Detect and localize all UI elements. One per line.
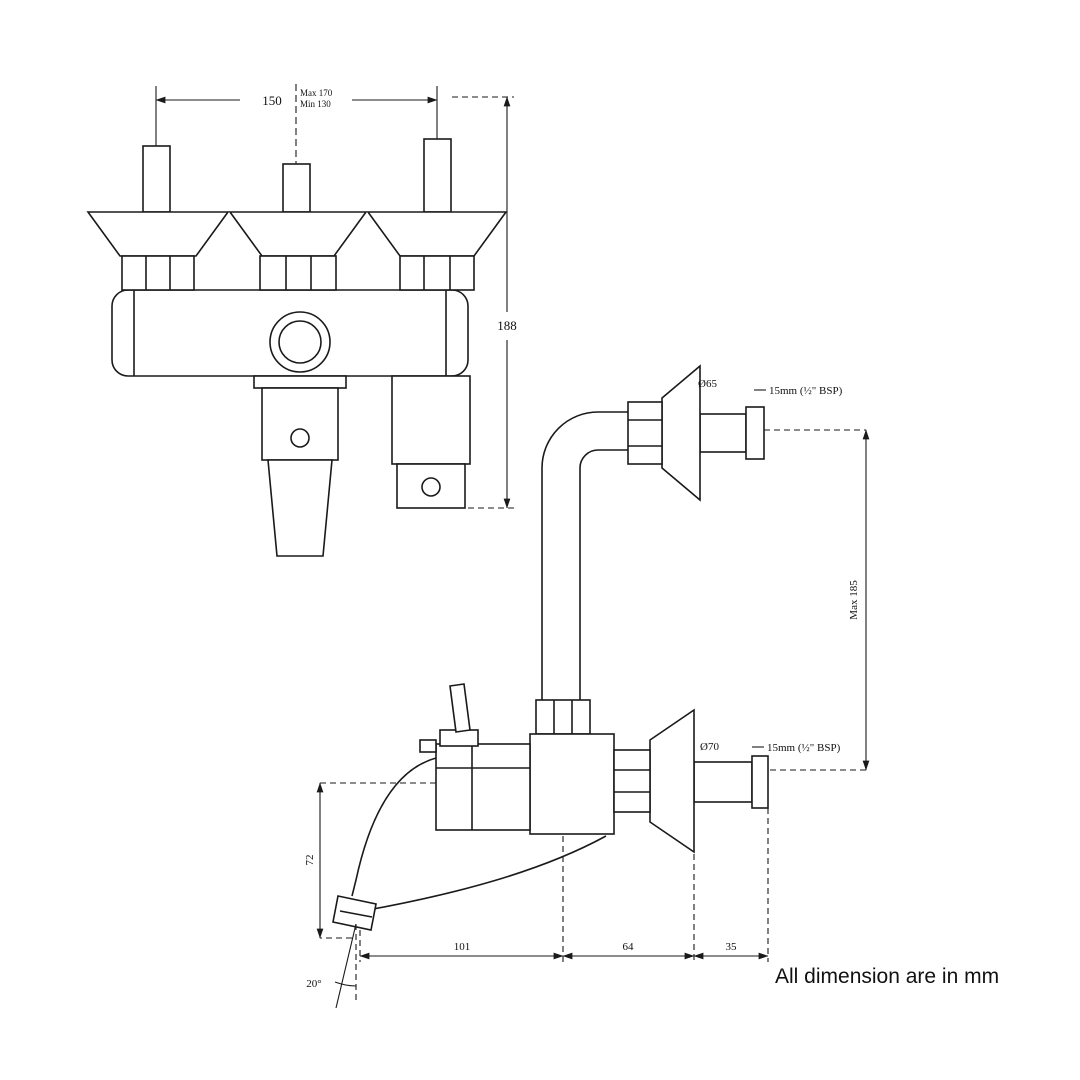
elbow-pipe (541, 411, 628, 700)
side-view: Ø65 15mm (½" BSP) Max 185 (304, 364, 870, 1009)
spout-upper-edge (351, 757, 437, 897)
dim-flange-top-label: Ø65 (698, 378, 717, 390)
mixer-body-side (419, 683, 615, 835)
inlet-pipe-center (282, 163, 311, 213)
wall-pipe-top (699, 413, 747, 453)
escutcheon-left (86, 211, 230, 257)
side-knob (419, 739, 437, 753)
spout-hole (290, 428, 310, 448)
handle-lever (449, 683, 471, 733)
body-block (529, 733, 615, 835)
dim-spacing-min-label: Min 130 (300, 99, 331, 109)
dim-height-label: 188 (497, 318, 517, 333)
dim-spacing-label: 150 (262, 93, 282, 108)
units-footnote: All dimension are in mm (775, 965, 999, 988)
bottom-wall-connection (613, 708, 769, 854)
dimension-spout-drop (316, 782, 436, 939)
spout-side (332, 757, 607, 931)
angle-arc (334, 981, 357, 987)
wall-pipe-bottom-end (751, 755, 769, 809)
inlet-pipe-right (423, 138, 452, 213)
front-dimension-height (452, 96, 514, 509)
flange-cone-bottom (649, 708, 695, 854)
spout-taper (267, 459, 333, 557)
spout-collar (253, 375, 347, 389)
valve-block (435, 743, 531, 831)
dim-spout-angle-label: 20° (306, 978, 321, 990)
pipe-adapter-hex (535, 699, 591, 735)
hex-nut (259, 255, 337, 291)
front-view: 150 Max 170 Min 130 (86, 84, 517, 557)
hex-nuts (121, 255, 475, 291)
spout-housing (261, 387, 339, 461)
outlet-hole (421, 477, 441, 497)
dim-spacing-max-label: Max 170 (300, 88, 333, 98)
hex-nut (121, 255, 195, 291)
dim-spout-drop-label: 72 (304, 855, 316, 866)
dimension-spout-angle (334, 923, 357, 1009)
escutcheon-right (366, 211, 508, 257)
dim-wall-offset-label: 35 (726, 941, 738, 953)
dim-body-depth-label: 64 (623, 941, 635, 953)
flange-cone-top (661, 364, 701, 502)
inlet-pipe-left (142, 145, 171, 213)
hex-nut (627, 401, 663, 465)
outlet-cylinder (391, 375, 471, 509)
hex-nut (613, 749, 651, 813)
hex-nut (399, 255, 475, 291)
spout-lower-edge (367, 835, 607, 911)
escutcheons (86, 211, 508, 257)
dim-thread-top-label: 15mm (½" BSP) (769, 385, 843, 397)
dim-thread-bottom-label: 15mm (½" BSP) (767, 742, 841, 754)
escutcheon-center (228, 211, 368, 257)
top-wall-connection (627, 364, 765, 502)
wall-pipe-bottom (693, 761, 753, 803)
dim-flange-bottom-label: Ø70 (700, 741, 719, 753)
inlet-pipes (142, 138, 452, 213)
angle-line (335, 923, 357, 1009)
front-dimension-spacing (155, 86, 438, 146)
dim-wall-height-label: Max 185 (848, 580, 860, 620)
wall-pipe-top-end (745, 406, 765, 460)
diverter-knob (269, 311, 331, 373)
dimension-chain-bottom (359, 808, 769, 962)
dim-spout-reach-label: 101 (454, 941, 471, 953)
handle-base (439, 729, 479, 747)
spout-column (253, 375, 347, 557)
dimension-wall-height (764, 429, 870, 771)
